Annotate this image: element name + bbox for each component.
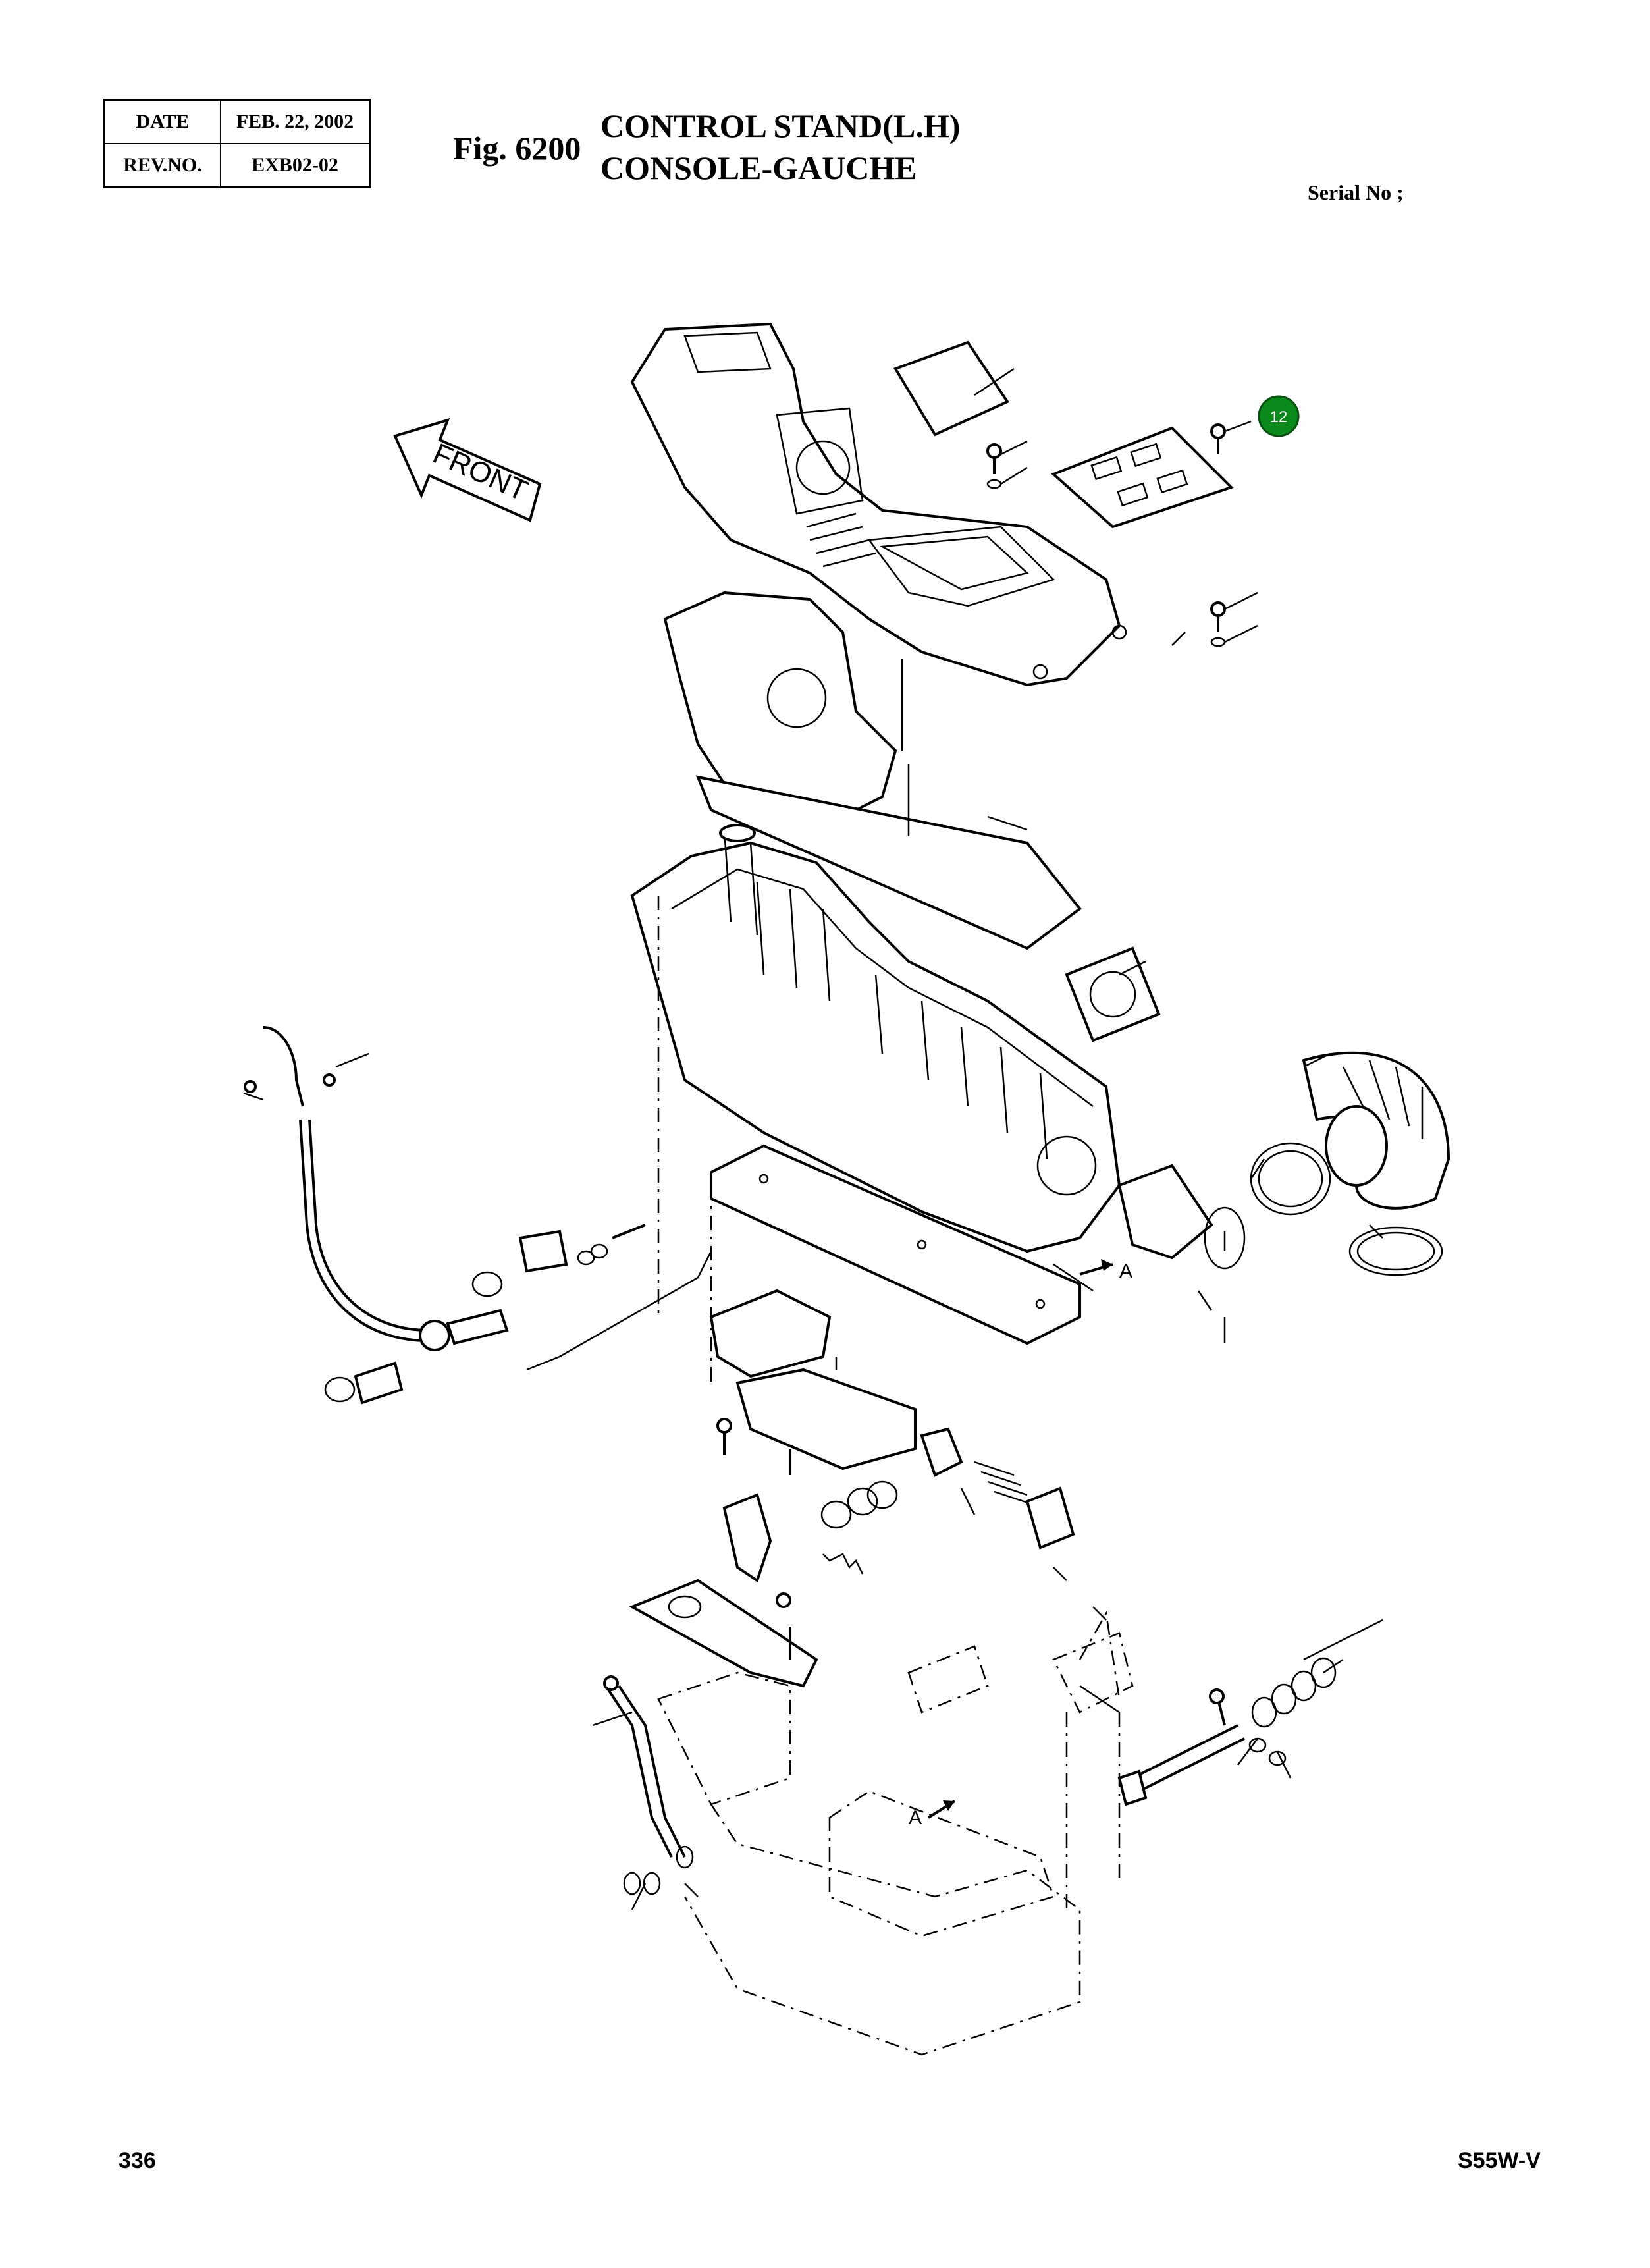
serial-number-label: Serial No ; <box>1308 180 1404 204</box>
figure-number: Fig. 6200 <box>453 130 581 167</box>
model-name: S55W-V <box>1458 2148 1541 2173</box>
pivot-bolt-assembly <box>1117 1657 1337 1806</box>
leader-lines <box>526 367 1383 1910</box>
date-label: DATE <box>103 99 221 144</box>
title-french: CONSOLE-GAUCHE <box>600 149 917 186</box>
revision-table: DATE FEB. 22, 2002 REV.NO. EXB02-02 <box>103 99 371 188</box>
page-number: 336 <box>119 2148 156 2173</box>
front-direction-arrow: FRONT <box>393 418 542 522</box>
panel-plate <box>893 340 1234 529</box>
base-reference-outline: A <box>657 896 1134 2056</box>
screws-top <box>986 420 1258 647</box>
view-a-label-lower: A <box>909 1807 922 1829</box>
callout-12-label: 12 <box>1270 408 1288 426</box>
callout-12[interactable]: 12 <box>1258 395 1300 437</box>
control-lever <box>243 1026 646 1405</box>
gas-spring <box>603 1675 694 1895</box>
rev-value: EXB02-02 <box>220 143 371 188</box>
inner-bracket <box>663 591 1082 950</box>
console-upper-cover <box>630 322 1127 687</box>
date-value: FEB. 22, 2002 <box>220 99 371 144</box>
title-english: CONTROL STAND(L.H) <box>600 107 961 144</box>
gasket-hose-assembly <box>1065 946 1450 1276</box>
lock-mechanism <box>709 1289 1075 1608</box>
console-lower-housing <box>630 824 1121 1253</box>
hinge-bracket <box>629 1579 818 1688</box>
rev-label: REV.NO. <box>103 143 221 188</box>
view-a-label-upper: A <box>1119 1260 1132 1282</box>
